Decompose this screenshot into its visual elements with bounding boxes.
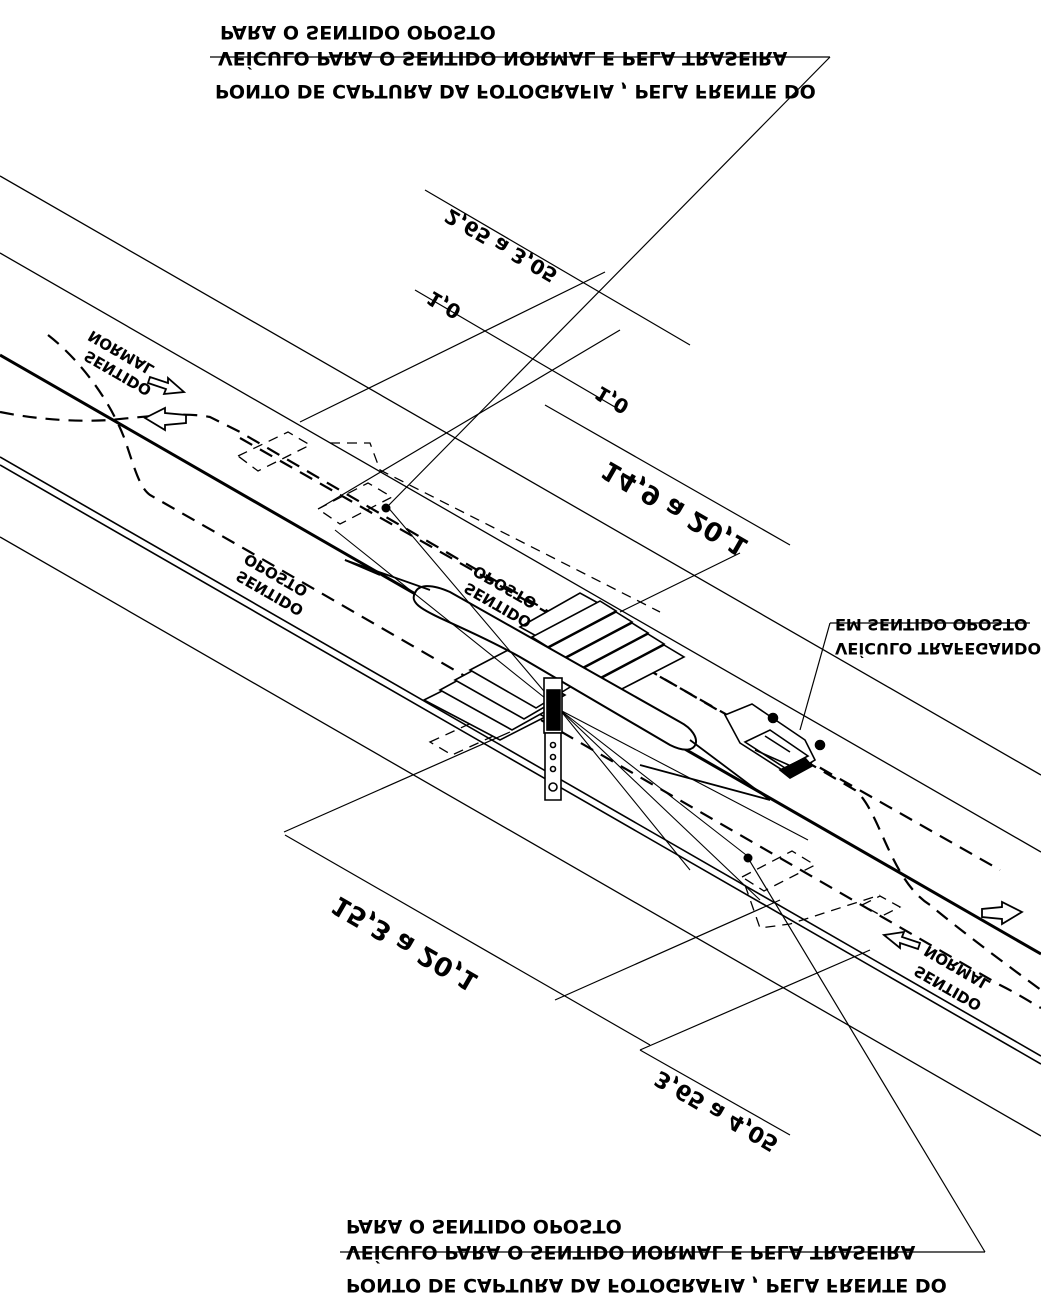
dim-upper-length: 14,9 a 20,1	[597, 454, 754, 562]
dim-offset-right-label: 1,0	[591, 381, 634, 420]
arrow-outline-icon	[143, 375, 1024, 951]
vehicle-note-2: EM SENTIDO OPOSTO	[835, 615, 1028, 634]
arrow-left-lane	[143, 406, 187, 432]
bottom-note-2: VEÍCULO PARA O SENTIDO NORMAL E PELA TRA…	[346, 1241, 916, 1264]
detection-zones	[236, 431, 902, 929]
dim-bottom-width: 3,65 a 4,05	[651, 1065, 784, 1156]
tapers	[344, 559, 771, 801]
dim-upper-length-label: 14,9 a 20,1	[597, 454, 754, 562]
bottom-note-3: PARA O SENTIDO OPOSTO	[346, 1215, 622, 1237]
arrow-normal-left	[146, 375, 187, 396]
dim-offset-left: 1,0	[423, 286, 466, 325]
dim-lower-length-label: 15,3 a 20,1	[327, 889, 484, 997]
car-icon	[723, 703, 826, 779]
camera-pole-icon	[543, 677, 563, 801]
vehicle-note-1: VEÍCULO TRAFEGANDO	[835, 639, 1041, 658]
arrow-right-lane	[981, 900, 1024, 926]
dimension-lines	[283, 189, 871, 1136]
traffic-island	[412, 585, 697, 751]
bottom-note-line2: VEÍCULO PARA O SENTIDO NORMAL E PELA TRA…	[346, 1241, 916, 1264]
dim-top-width: 2,65 a 3,05	[441, 204, 562, 288]
top-note: PONTO DE CAPTURA DA FOTOGRAFIA , PELA FR…	[215, 80, 816, 102]
dim-offset-right: 1,0	[591, 381, 634, 420]
arrow-normal-right	[881, 930, 922, 951]
lane-hatch-lower	[422, 647, 577, 741]
bottom-note-line1: PONTO DE CAPTURA DA FOTOGRAFIA , PELA FR…	[346, 1274, 947, 1296]
dim-offset-left-label: 1,0	[423, 286, 466, 325]
top-note-line3: PARA O SENTIDO OPOSTO	[220, 21, 496, 43]
vehicle-note-line2: EM SENTIDO OPOSTO	[835, 615, 1028, 634]
top-note-3: PARA O SENTIDO OPOSTO	[220, 21, 496, 43]
bottom-note-line3: PARA O SENTIDO OPOSTO	[346, 1215, 622, 1237]
bottom-note: PONTO DE CAPTURA DA FOTOGRAFIA , PELA FR…	[346, 1274, 947, 1296]
vehicle-note-line1: VEÍCULO TRAFEGANDO	[835, 639, 1041, 658]
top-note-line1: PONTO DE CAPTURA DA FOTOGRAFIA , PELA FR…	[215, 80, 816, 102]
leader-lines	[210, 56, 1030, 1253]
top-note-line2: VEÍCULO PARA O SENTIDO NORMAL E PELA TRA…	[218, 47, 788, 70]
sight-lines	[334, 504, 809, 901]
dim-lower-length: 15,3 a 20,1	[327, 889, 484, 997]
top-note-2: VEÍCULO PARA O SENTIDO NORMAL E PELA TRA…	[218, 47, 788, 70]
dim-bottom-width-label: 3,65 a 4,05	[651, 1065, 784, 1156]
dim-top-width-label: 2,65 a 3,05	[441, 204, 562, 288]
